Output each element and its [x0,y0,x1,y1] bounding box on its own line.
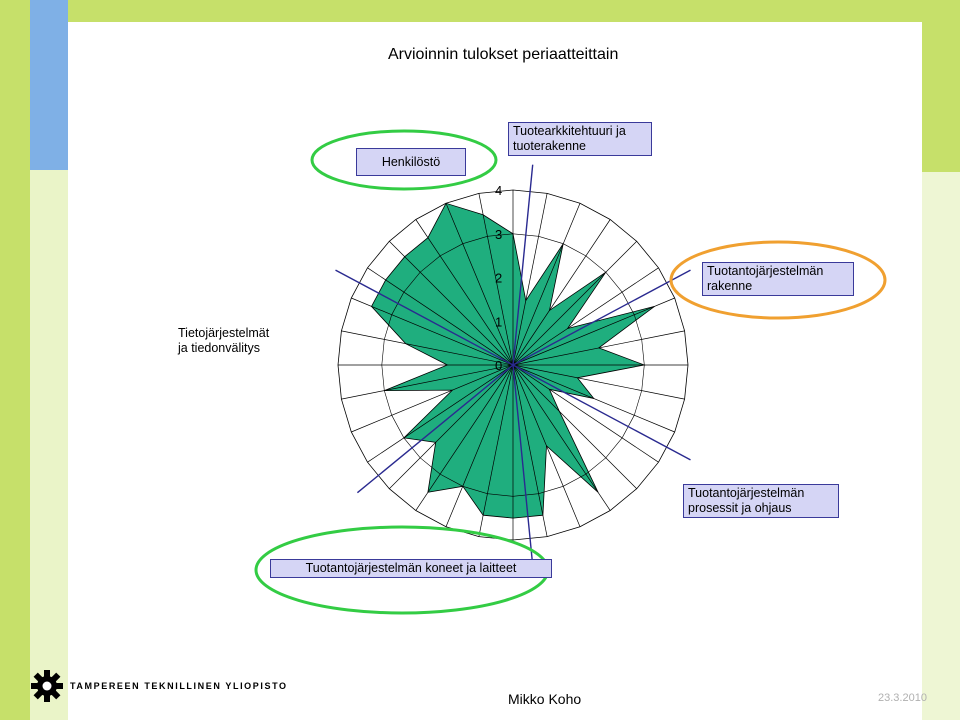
slide-title: Arvioinnin tulokset periaatteittain [388,46,619,63]
radar-spoke-26 [351,297,514,366]
university-logo-text: TAMPEREEN TEKNILLINEN YLIOPISTO [70,681,288,691]
radial-tick-label-0: 0 [495,358,502,373]
radar-spoke-5 [512,267,659,366]
group-label-prosessit-ja-ohjaus: Tuotantojärjestelmän prosessit ja ohjaus [683,484,839,518]
radar-spoke-6 [512,297,675,366]
radar-spoke-17 [478,364,514,537]
background-green-band-right [922,22,960,172]
radar-spoke-19 [415,364,514,511]
highlight-henkilosto [310,129,498,191]
group-label-tuotantojarjestelman-rakenne: Tuotantojärjestelmän rakenne [702,262,854,296]
background-green-band-top [68,0,960,22]
radial-tick-label-1: 1 [495,314,502,329]
radar-spoke-2 [512,203,581,366]
radar-spoke-9 [512,364,685,400]
group-separator-axis-0 [512,164,534,366]
radar-spoke-10 [512,364,675,433]
radar-spoke-30 [445,203,514,366]
radar-spoke-29 [415,219,514,366]
radar-spoke-1 [512,193,548,366]
radar-spoke-21 [367,364,514,463]
group-label-tuotearkkitehtuuri: Tuotearkkitehtuuri ja tuoterakenne [508,122,652,156]
radar-spoke-15 [512,364,548,537]
background-blue-band-left [30,0,68,170]
radial-tick-label-4: 4 [495,183,502,198]
background-light-band-left [30,170,68,720]
radar-spoke-18 [445,364,514,527]
group-separator-axis-4 [356,364,514,494]
group-separator-axis-2 [512,364,691,461]
radar-spoke-27 [367,267,514,366]
radar-spoke-4 [512,241,637,366]
footer-date: 23.3.2010 [878,692,927,704]
radar-spoke-3 [512,219,611,366]
radar-spoke-25 [341,330,514,366]
radial-tick-label-2: 2 [495,271,502,286]
group-separator-axis-1 [512,269,691,366]
radar-spoke-7 [512,330,685,366]
radar-spoke-23 [341,364,514,400]
group-label-tietojarjestelmat: Tietojärjestelmät ja tiedonvälitys [178,326,270,355]
radar-spoke-12 [512,364,637,489]
gear-cog-icon [31,670,63,702]
radar-spoke-13 [512,364,611,511]
radar-spoke-22 [351,364,514,433]
background-light-band-right [922,172,960,720]
radial-tick-label-3: 3 [495,227,502,242]
radar-spoke-14 [512,364,581,527]
group-separator-axis-5 [335,269,514,366]
background-green-band-left [0,0,30,720]
group-separator-axis-3 [512,364,534,566]
radar-spoke-31 [478,193,514,366]
footer-author: Mikko Koho [508,691,582,707]
radar-spoke-20 [389,364,514,489]
radar-spoke-11 [512,364,659,463]
radar-spoke-28 [389,241,514,366]
group-label-henkilosto: Henkilöstö [356,148,466,176]
group-label-koneet-ja-laitteet: Tuotantojärjestelmän koneet ja laitteet [270,559,552,578]
highlight-rakenne [669,240,887,320]
